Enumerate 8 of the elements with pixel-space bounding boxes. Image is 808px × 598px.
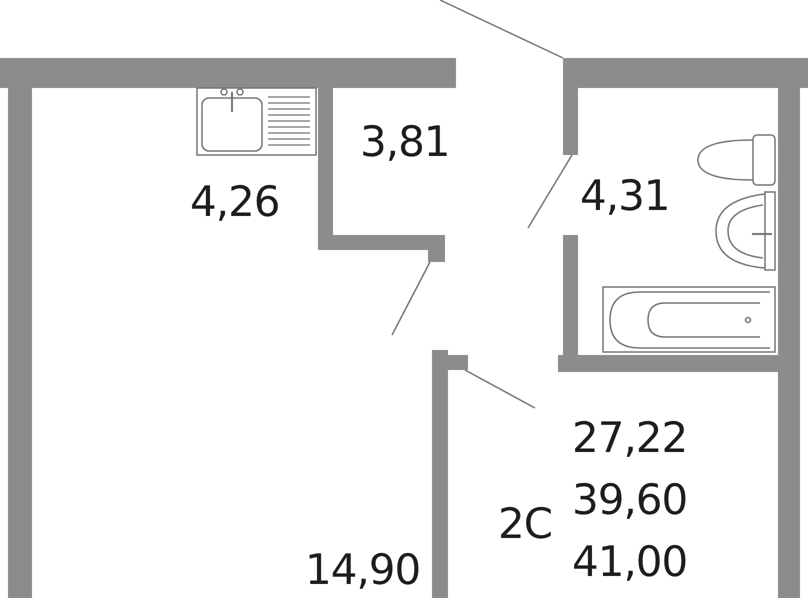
area-label: 4,31 [580,172,670,220]
area-label: 3,81 [360,118,450,166]
area-label: 41,00 [572,538,688,586]
area-label: 39,60 [572,476,688,524]
area-label: 14,90 [305,546,420,594]
area-label: 27,22 [572,414,688,462]
area-label: 4,26 [190,178,280,226]
area-label: 2C [498,500,552,548]
